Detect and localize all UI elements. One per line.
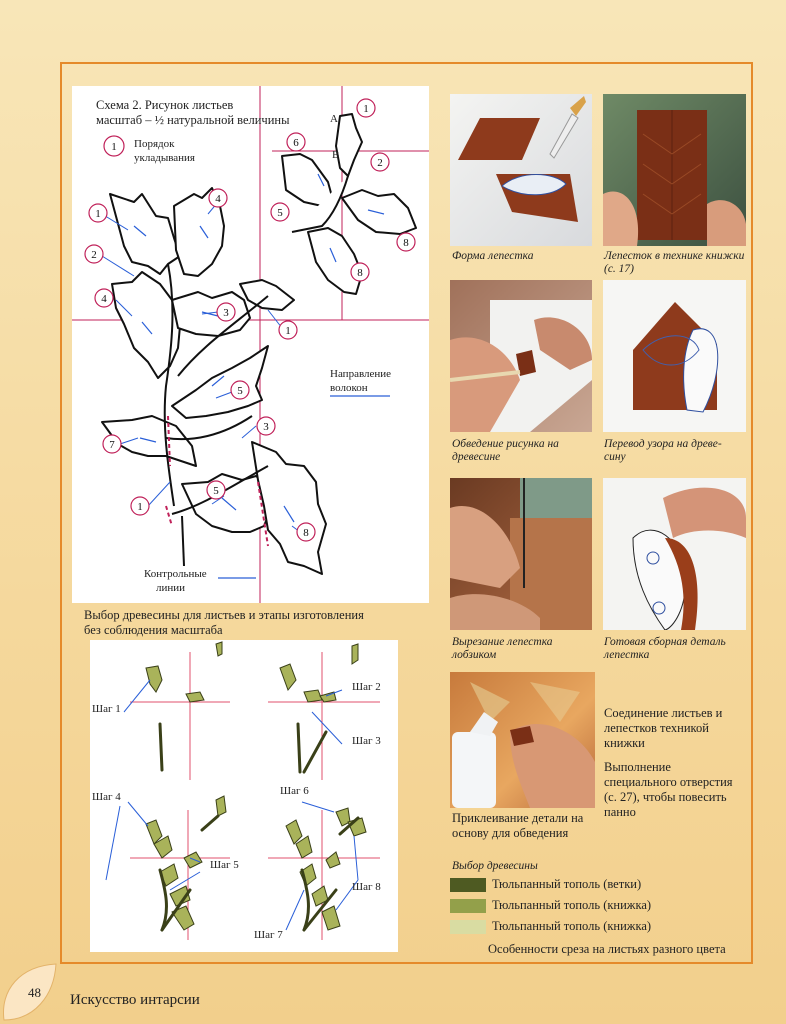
steps-drawing [105,641,380,940]
wood-footer: Особенности среза на листьях разного цве… [488,942,726,956]
corner-leaf-icon [3,963,57,1021]
marker-b: B [332,149,340,161]
step4-label: Шаг 4 [92,791,121,803]
svg-text:8: 8 [403,237,409,249]
wood-swatch-3 [450,920,486,934]
steps-panel: Шаг 1 Шаг 2 Шаг 3 Шаг 4 Шаг 5 Шаг 6 Шаг … [90,640,398,952]
note1-line2: лепестков техникой [604,721,709,735]
legend-text-line1: Порядок [134,138,175,150]
svg-text:5: 5 [277,207,283,219]
photo-pattern-transfer [603,280,746,432]
wood-heading: Выбор древесины [452,860,538,872]
note2-line4: панно [604,805,636,819]
caption-p2-line2: (с. 17) [604,263,635,275]
svg-text:4: 4 [101,293,107,305]
caption-p3-line2: древесине [452,451,501,463]
caption-p7-line2: основу для обведения [452,826,569,840]
caption-p7-line1: Приклеивание детали на [452,811,584,825]
svg-text:8: 8 [303,527,309,539]
step2-label: Шаг 2 [352,681,381,693]
note1-line1: Соединение листьев и [604,706,723,720]
caption-p4-line2: сину [604,451,626,463]
note2-line1: Выполнение [604,760,671,774]
svg-text:5: 5 [213,485,219,497]
marker-a: A [330,113,338,125]
step3-label: Шаг 3 [352,735,381,747]
svg-text:2: 2 [377,157,383,169]
page-number: 48 [28,985,41,1000]
svg-text:7: 7 [109,439,115,451]
note2-line3: (с. 27), чтобы повесить [604,790,727,804]
photo-gluing-part [450,672,595,808]
wood-swatch-2 [450,899,486,913]
svg-text:8: 8 [357,267,363,279]
wood-item-2: Тюльпанный тополь (книжка) [492,898,652,912]
note2-line2: специального отверстия [604,775,733,789]
control-label-line1: Контрольные [144,568,207,580]
note1-line3: книжки [604,736,645,750]
caption-p6-line1: Готовая сборная деталь [604,636,726,648]
legend-text-line2: укладывания [134,152,195,164]
caption-p3-line1: Обведение рисунка на [452,438,559,450]
control-label-line2: линии [156,582,186,594]
photo-petal-shape [450,94,592,246]
svg-text:2: 2 [91,249,97,261]
svg-text:4: 4 [215,193,221,205]
leaf-scheme-drawing: 1 2 4 4 3 1 5 3 7 5 1 8 1 6 2 5 8 8 1 [72,86,429,603]
svg-text:1: 1 [363,103,369,115]
caption-p6-line2: лепестка [604,649,650,661]
svg-text:5: 5 [237,385,243,397]
svg-text:3: 3 [223,307,229,319]
step7-label: Шаг 7 [254,929,283,941]
step8-label: Шаг 8 [352,881,381,893]
caption-p5-line2: лобзиком [452,649,497,661]
grain-label-line1: Направление [330,368,392,380]
svg-text:1: 1 [285,325,291,337]
wood-item-1: Тюльпанный тополь (ветки) [492,877,642,891]
caption-p4-line1: Перевод узора на древе- [604,438,722,450]
wood-item-3: Тюльпанный тополь (книжка) [492,919,652,933]
steps-heading-line1: Выбор древесины для листьев и этапы изго… [84,608,364,622]
steps-heading-line2: без соблюдения масштаба [84,623,223,637]
step6-label: Шаг 6 [280,785,309,797]
caption-p5-line1: Вырезание лепестка [452,636,553,648]
caption-p1: Форма лепестка [452,250,534,262]
svg-text:1: 1 [111,141,117,153]
scheme-panel: 1 2 4 4 3 1 5 3 7 5 1 8 1 6 2 5 8 8 1 Сх… [72,86,429,603]
grain-label-line2: волокон [330,382,368,394]
photo-assembled-petal [603,478,746,630]
photo-petal-book-match [603,94,746,246]
photo-scroll-saw-cutting [450,478,592,630]
step5-label: Шаг 5 [210,859,239,871]
caption-p2-line1: Лепесток в технике книжки [604,250,745,262]
step1-label: Шаг 1 [92,703,121,715]
scheme-title-line1: Схема 2. Рисунок листьев [96,98,234,112]
svg-text:3: 3 [263,421,269,433]
svg-text:6: 6 [293,137,299,149]
svg-text:1: 1 [137,501,143,513]
book-title: Искусство интарсии [70,992,200,1008]
wood-swatch-1 [450,878,486,892]
svg-text:1: 1 [95,208,101,220]
photo-tracing-on-wood [450,280,592,432]
scheme-title-line2: масштаб – ½ натуральной величины [96,113,290,127]
content-frame [60,62,753,964]
